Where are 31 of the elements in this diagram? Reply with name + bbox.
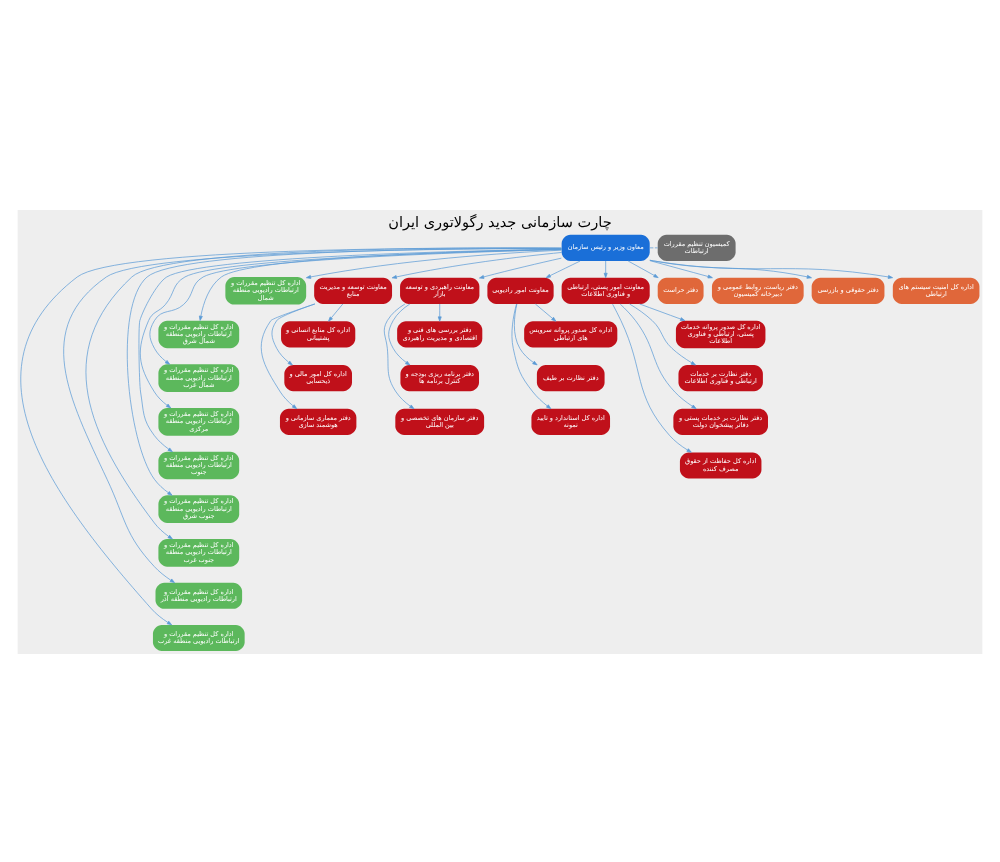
arrow	[85, 246, 562, 539]
arrow	[627, 259, 659, 277]
arrow	[534, 302, 557, 321]
arrow	[198, 247, 562, 320]
arrow	[63, 247, 562, 582]
arrow	[649, 259, 713, 278]
arrow	[649, 258, 893, 278]
arrow	[126, 246, 562, 495]
arrow	[138, 247, 562, 451]
arrow	[437, 302, 442, 321]
arrow	[391, 251, 562, 278]
arrow	[260, 302, 316, 408]
arrow	[328, 302, 344, 321]
arrow	[514, 302, 538, 365]
arrow	[545, 259, 581, 277]
arrow	[271, 302, 316, 365]
arrow	[639, 302, 686, 320]
arrow	[149, 248, 562, 364]
arrow	[649, 258, 812, 278]
arrow	[388, 302, 411, 365]
arrow	[511, 302, 552, 408]
arrow	[603, 259, 608, 277]
arrow	[383, 302, 415, 409]
arrow	[20, 246, 562, 625]
arrow	[139, 248, 562, 408]
arrow	[305, 248, 562, 278]
arrow	[619, 302, 697, 408]
connector	[649, 246, 658, 248]
arrow	[629, 302, 696, 365]
arrow	[612, 302, 692, 452]
arrow	[479, 256, 562, 278]
